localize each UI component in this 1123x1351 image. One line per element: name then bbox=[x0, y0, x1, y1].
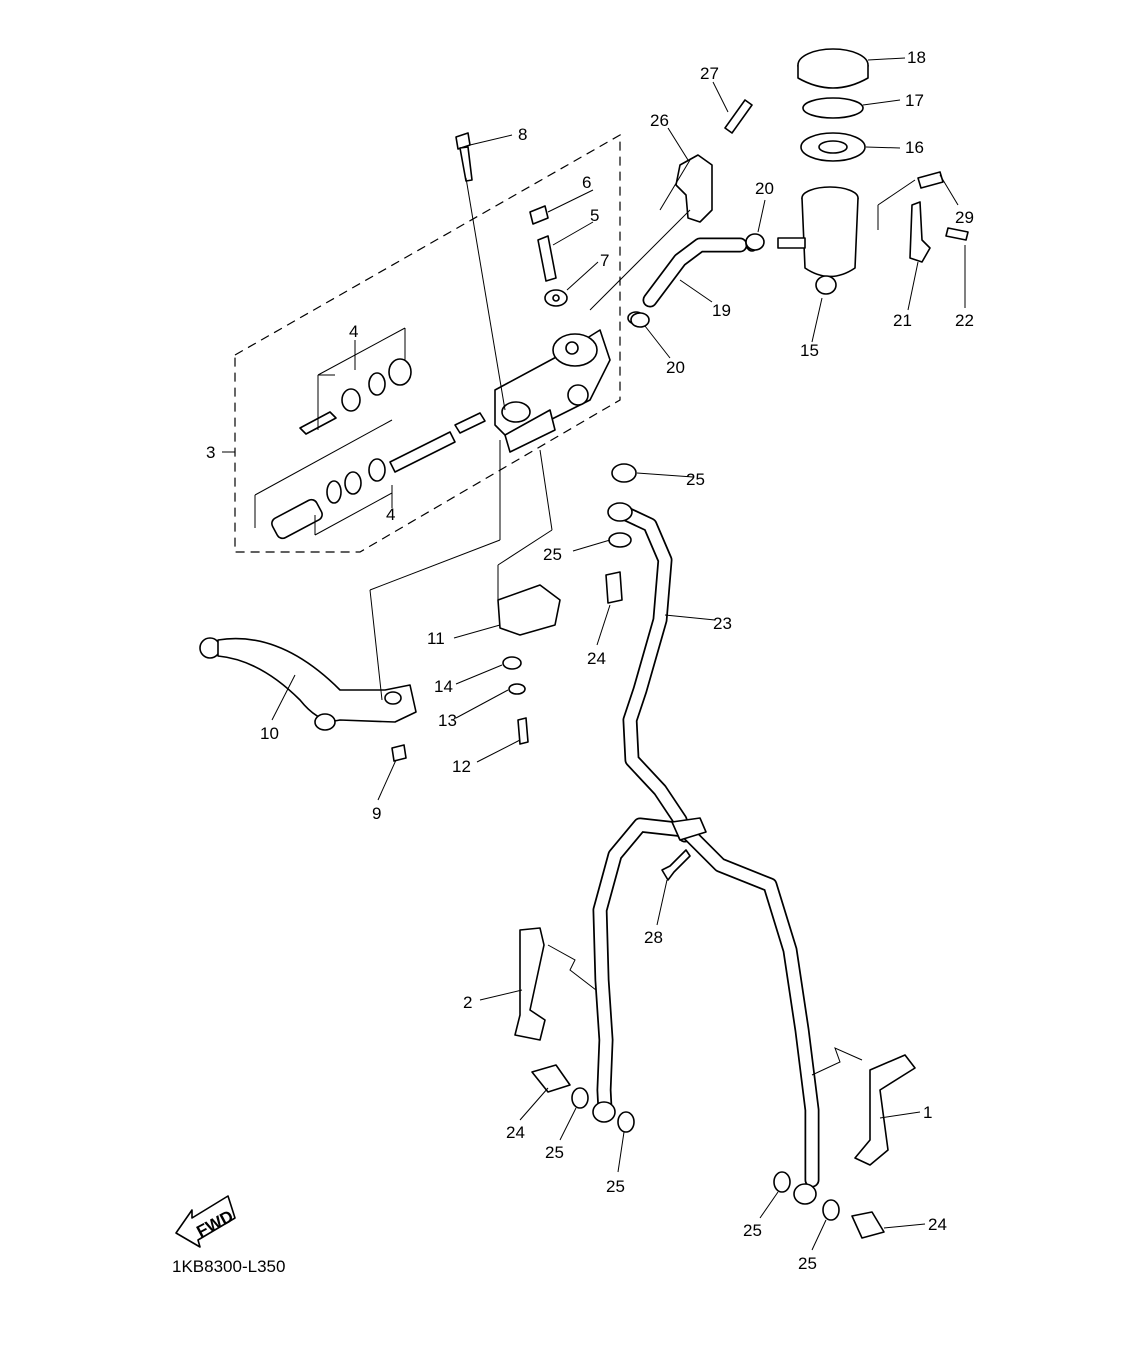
callout-24c: 24 bbox=[928, 1215, 947, 1234]
piston-kit-lower bbox=[254, 412, 486, 540]
callout-19: 19 bbox=[712, 301, 731, 320]
callout-13: 13 bbox=[438, 711, 457, 730]
callout-17: 17 bbox=[905, 91, 924, 110]
leader-lines bbox=[271, 57, 966, 1251]
union-bolt bbox=[531, 1064, 571, 1093]
callout-27: 27 bbox=[700, 64, 719, 83]
brake-lever bbox=[199, 637, 417, 731]
hose-clamp bbox=[745, 233, 765, 251]
copper-washer bbox=[617, 1111, 635, 1133]
callout-7: 7 bbox=[600, 251, 609, 270]
clamp-bolt bbox=[724, 99, 753, 134]
callout-29: 29 bbox=[955, 208, 974, 227]
callout-18: 18 bbox=[907, 48, 926, 67]
callout-25b: 25 bbox=[543, 545, 562, 564]
washer bbox=[502, 656, 522, 670]
callout-21: 21 bbox=[893, 311, 912, 330]
callout-10: 10 bbox=[260, 724, 279, 743]
copper-washer bbox=[571, 1087, 589, 1109]
callout-9: 9 bbox=[372, 804, 381, 823]
callout-2: 2 bbox=[463, 993, 472, 1012]
callout-25a: 25 bbox=[686, 470, 705, 489]
callout-labels: 18 17 16 29 22 21 15 20 19 20 27 26 8 6 … bbox=[206, 48, 974, 1273]
callout-20a: 20 bbox=[755, 179, 774, 198]
copper-washer bbox=[611, 463, 637, 483]
callout-25e: 25 bbox=[743, 1221, 762, 1240]
piston-kit-upper bbox=[299, 327, 412, 435]
hose-clamp bbox=[630, 312, 650, 328]
joint-bolt bbox=[661, 849, 691, 881]
callout-16: 16 bbox=[905, 138, 924, 157]
callout-14: 14 bbox=[434, 677, 453, 696]
diagram-code: 1KB8300-L350 bbox=[172, 1257, 285, 1276]
callout-4b: 4 bbox=[386, 505, 395, 524]
callout-25d: 25 bbox=[606, 1177, 625, 1196]
callout-23: 23 bbox=[713, 614, 732, 633]
callout-26: 26 bbox=[650, 111, 669, 130]
copper-washer bbox=[608, 532, 632, 548]
bracket-bolt bbox=[917, 171, 944, 189]
holder-clamp bbox=[675, 154, 713, 223]
copper-washer bbox=[822, 1199, 840, 1221]
union-bolt bbox=[851, 1211, 885, 1239]
callout-4a: 4 bbox=[349, 322, 358, 341]
lever-collar bbox=[391, 744, 407, 762]
callout-6: 6 bbox=[582, 173, 591, 192]
callout-25f: 25 bbox=[798, 1254, 817, 1273]
hose-guide-left bbox=[514, 927, 546, 1041]
switch-screw bbox=[517, 717, 529, 745]
callout-12: 12 bbox=[452, 757, 471, 776]
callout-25c: 25 bbox=[545, 1143, 564, 1162]
master-cylinder-body bbox=[494, 329, 611, 453]
callout-24b: 24 bbox=[506, 1123, 525, 1142]
copper-washer bbox=[773, 1171, 791, 1193]
callout-3: 3 bbox=[206, 443, 215, 462]
callout-5: 5 bbox=[590, 206, 599, 225]
hose-guide-right bbox=[854, 1054, 916, 1166]
callout-11: 11 bbox=[427, 629, 445, 648]
callout-24a: 24 bbox=[587, 649, 606, 668]
callout-8: 8 bbox=[518, 125, 527, 144]
callout-22: 22 bbox=[955, 311, 974, 330]
bleed-cap bbox=[529, 205, 549, 225]
bleed-screw bbox=[537, 235, 557, 282]
union-bolt bbox=[605, 571, 623, 604]
hose-joint bbox=[671, 817, 707, 841]
pivot-bolt bbox=[455, 132, 506, 411]
callout-28: 28 bbox=[644, 928, 663, 947]
forward-direction-arrow: FWD bbox=[175, 1195, 237, 1248]
spring-washer bbox=[508, 683, 526, 695]
reservoir-bracket bbox=[909, 201, 931, 263]
callout-20b: 20 bbox=[666, 358, 685, 377]
kit-group-boundary bbox=[234, 133, 621, 553]
callout-1: 1 bbox=[923, 1103, 932, 1122]
front-brake-switch bbox=[497, 584, 561, 636]
callout-15: 15 bbox=[800, 341, 819, 360]
bracket-screw bbox=[945, 227, 969, 241]
reservoir bbox=[777, 48, 869, 295]
